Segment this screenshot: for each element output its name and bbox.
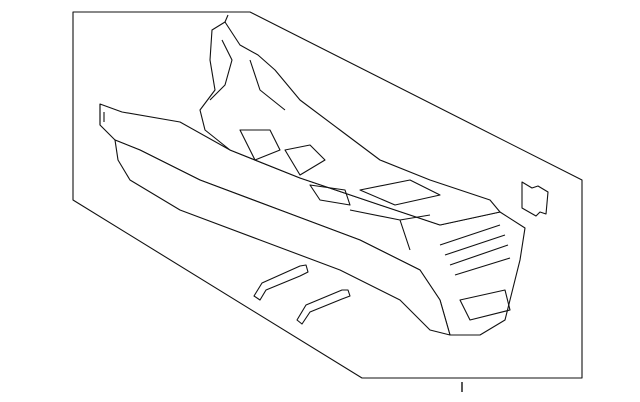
assembly-frame bbox=[72, 11, 583, 379]
rear-bracket bbox=[296, 289, 351, 325]
front-bracket bbox=[253, 264, 309, 301]
console-assembly bbox=[99, 14, 526, 336]
side-bracket bbox=[521, 181, 549, 217]
